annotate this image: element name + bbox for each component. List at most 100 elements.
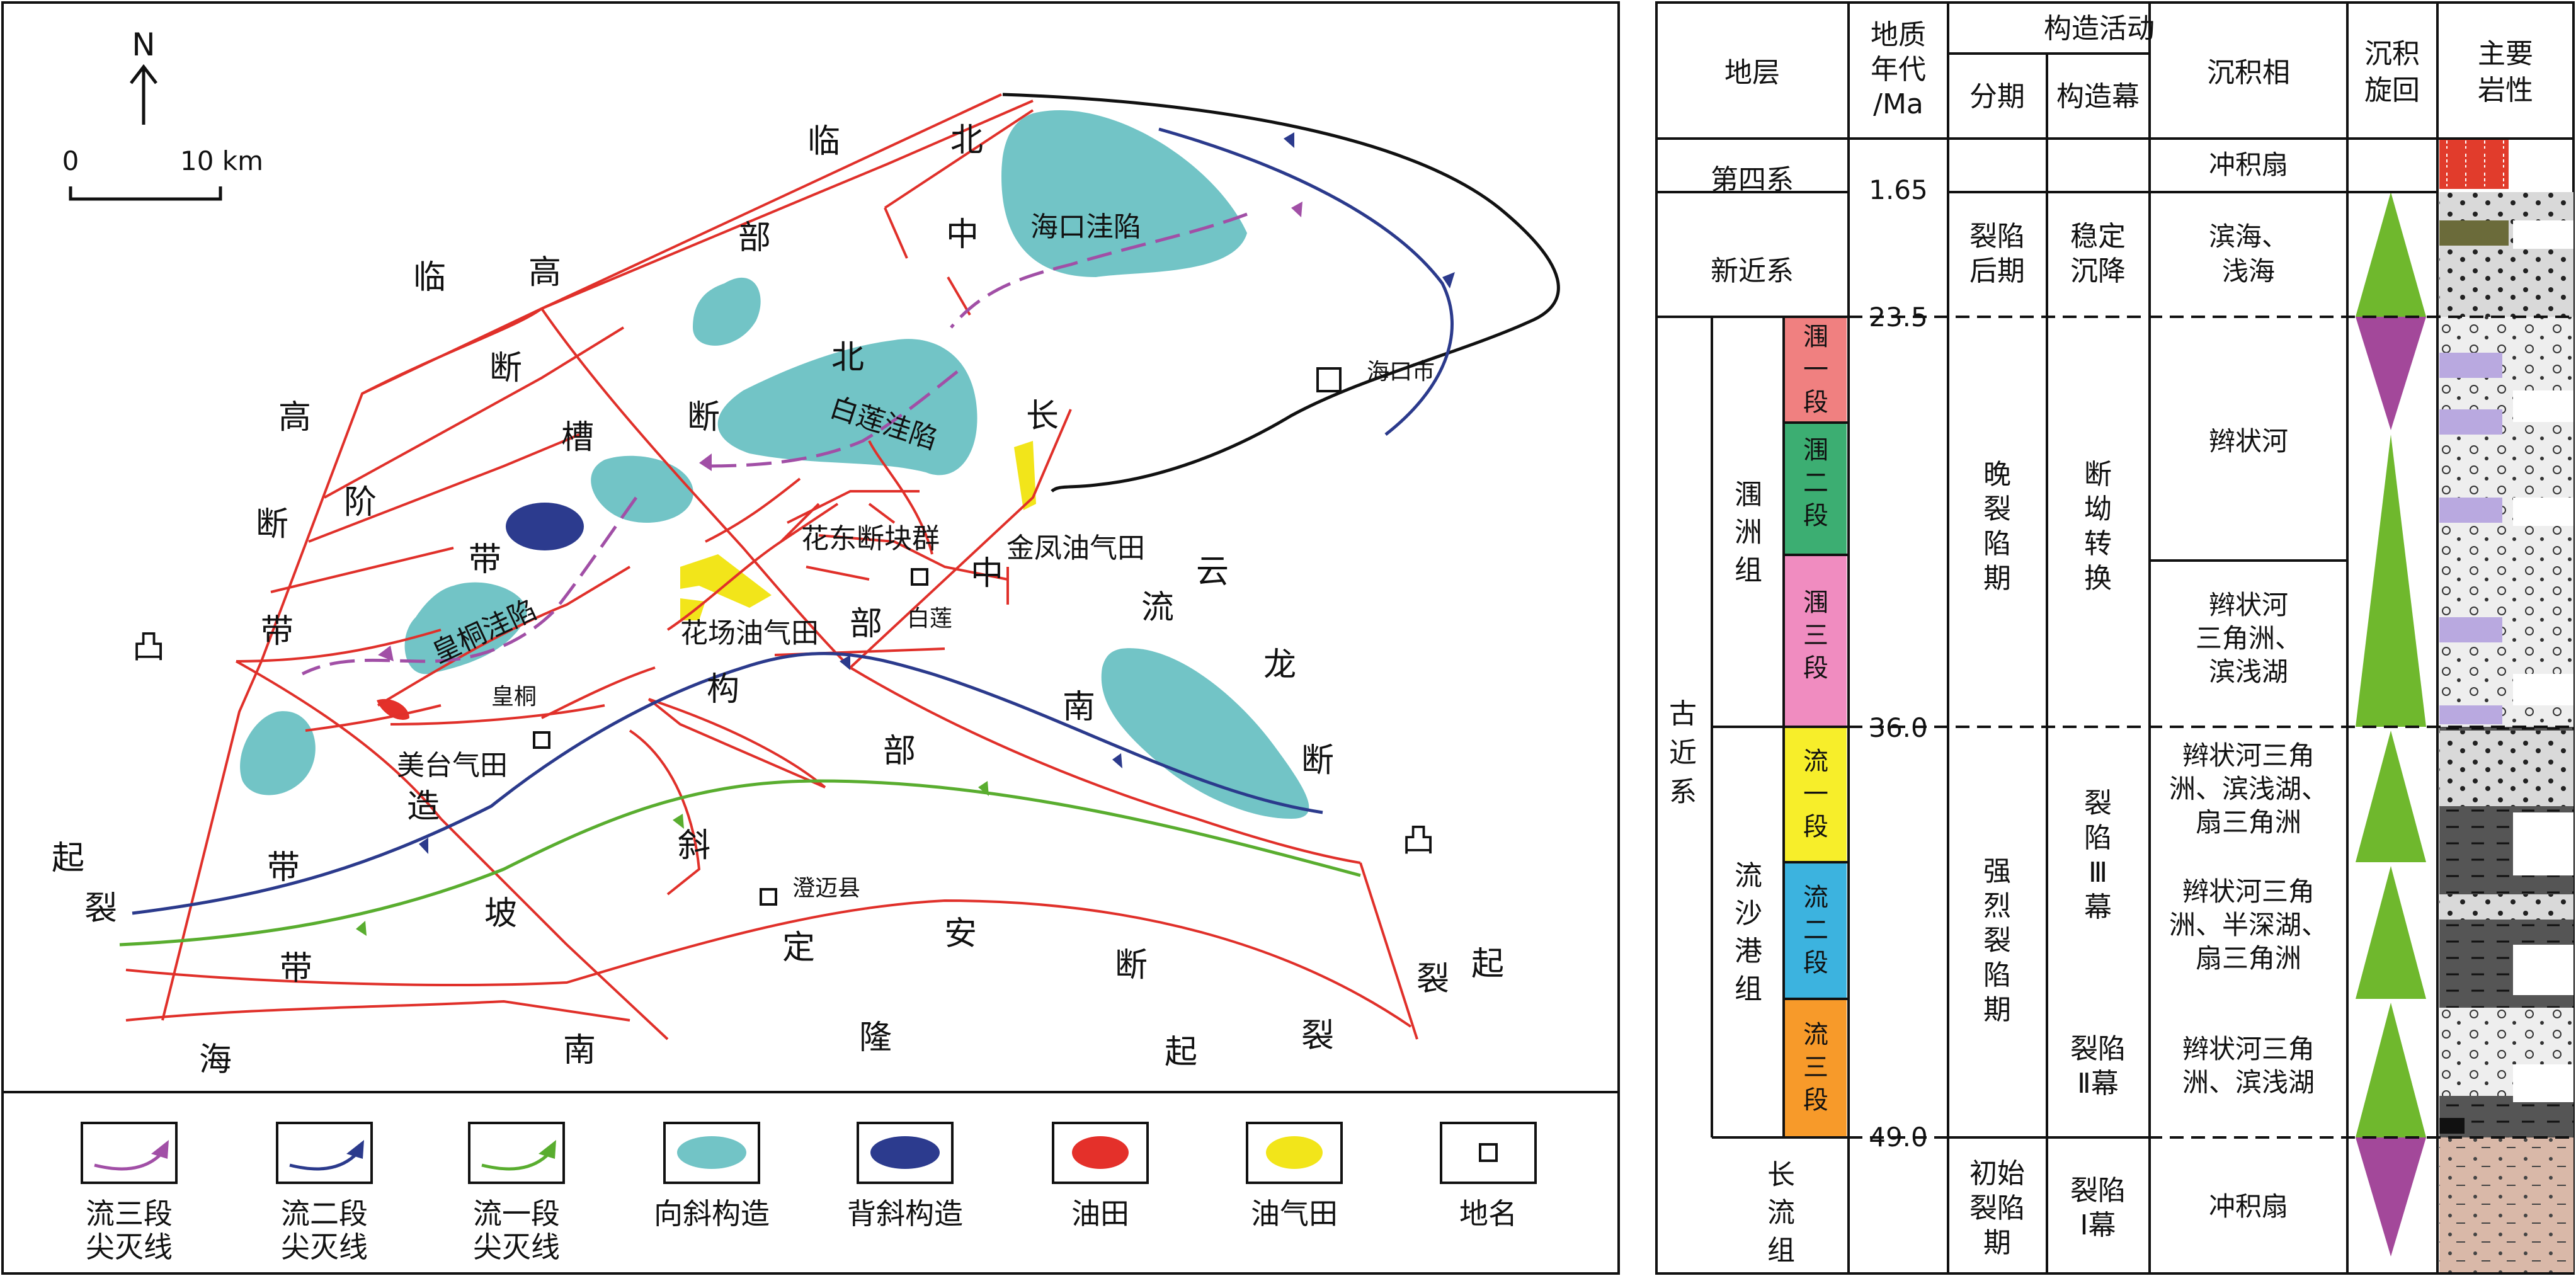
- legend-item-syncline: 向斜构造: [654, 1122, 770, 1231]
- cycle-green-2: [2356, 435, 2426, 727]
- huachang-field-label: 花场油气田: [680, 617, 819, 649]
- huangtong-square-icon: [533, 731, 550, 749]
- facies-l2: 辫状河三角: [2182, 876, 2315, 907]
- stage-strong: 烈: [1983, 890, 2011, 922]
- scale-bar: 0 10 km: [62, 145, 263, 201]
- zone-char: 临: [807, 123, 840, 161]
- cycle-purple-1: [2356, 317, 2426, 430]
- zone-char: 云: [1196, 553, 1229, 591]
- header-cycle-2: 旋回: [2364, 74, 2420, 106]
- zone-char: 安: [944, 915, 977, 953]
- zone-char: 带: [261, 613, 294, 651]
- zone-char: 隆: [859, 1019, 892, 1057]
- w2-char: 二: [1803, 469, 1828, 498]
- zone-char: 南: [1063, 688, 1095, 726]
- w1-block: [1784, 317, 1847, 423]
- zone-char: 斜: [678, 827, 710, 865]
- header-stage: 分期: [1969, 81, 2025, 113]
- huangtong-syncline: [404, 582, 527, 675]
- l1-block: [1784, 727, 1847, 862]
- episode-1: 裂陷: [2070, 1175, 2126, 1207]
- legend-item-place: 地名: [1440, 1122, 1537, 1231]
- episode-3: 裂: [2084, 787, 2112, 819]
- zone-char: 带: [280, 950, 312, 988]
- zone-char: 起: [52, 840, 84, 877]
- header-age-1: 地质: [1871, 19, 1926, 51]
- episode-transition: 转: [2084, 528, 2112, 560]
- changliu-char: 长: [1767, 1159, 1795, 1191]
- zone-char: 槽: [561, 419, 594, 457]
- zone-char: 构: [707, 671, 739, 709]
- episode-3: 幕: [2084, 891, 2112, 923]
- episode-transition: 换: [2084, 562, 2112, 595]
- zone-char: 带: [267, 849, 300, 887]
- neogene-label: 新近系: [1711, 255, 1794, 287]
- facies-braided-delta: 三角洲、: [2196, 623, 2301, 654]
- zone-char: 造: [407, 788, 440, 826]
- north-small-syncline: [693, 277, 761, 346]
- litho-red: [2439, 139, 2509, 189]
- episode-2: Ⅱ幕: [2077, 1068, 2119, 1100]
- meitai-field-label: 美台气田: [397, 749, 508, 782]
- legend-item-liu3: 流三段 尖灭线: [81, 1122, 178, 1264]
- blue-pinchout-line-icon: [289, 1151, 359, 1171]
- purple-pinchout-line-icon: [94, 1151, 164, 1171]
- w2-block: [1784, 423, 1847, 555]
- zone-char: 北: [831, 339, 864, 377]
- facies-l2: 扇三角洲: [2196, 943, 2301, 974]
- weizhou-char: 洲: [1735, 516, 1762, 549]
- legend-label: 油气田: [1251, 1197, 1338, 1231]
- legend-label: 流二段: [281, 1197, 368, 1231]
- haikou-square-icon: [1316, 367, 1342, 392]
- pinchout-ticks: [356, 132, 1455, 936]
- cycle-green-3: [2356, 731, 2426, 862]
- l3-char: 三: [1803, 1053, 1828, 1082]
- southwest-syncline: [240, 711, 316, 795]
- liushagang-char: 港: [1735, 935, 1762, 967]
- w1-char: 段: [1803, 388, 1828, 417]
- w3-char: 三: [1803, 621, 1828, 650]
- age-label: 36.0: [1869, 712, 1928, 743]
- header-litho-1: 主要: [2478, 38, 2533, 70]
- stage-initial: 期: [1983, 1227, 2011, 1259]
- episode-3: 陷: [2084, 822, 2112, 854]
- zone-char: 断: [489, 350, 522, 387]
- l2-block: [1784, 862, 1847, 999]
- anticline-shape: [506, 503, 584, 550]
- paleogene-char: 近: [1669, 737, 1697, 769]
- bailian-square-icon: [911, 568, 928, 586]
- episode-stable: 稳定: [2070, 220, 2126, 253]
- zone-char: 起: [1165, 1034, 1197, 1071]
- changliu-char: 流: [1767, 1197, 1795, 1229]
- zone-char: 长: [1026, 397, 1059, 435]
- litho-changliu: [2439, 1137, 2573, 1272]
- episode-transition: 断: [2084, 459, 2112, 491]
- legend-label: 油田: [1071, 1197, 1129, 1231]
- jinfeng-field-label: 金凤油气田: [1006, 532, 1145, 564]
- w1-char: 涠: [1803, 322, 1828, 351]
- w3-block: [1784, 555, 1847, 727]
- episode-stable: 沉降: [2070, 255, 2126, 287]
- liu2-pinchout-line: [1158, 127, 1454, 436]
- w3-char: 段: [1803, 654, 1828, 683]
- place-square-icon: [1479, 1143, 1498, 1162]
- stage-initial: 裂陷: [1969, 1192, 2025, 1224]
- chengmai-place-label: 澄迈县: [792, 875, 860, 901]
- header-strata: 地层: [1724, 57, 1780, 89]
- fault-lines: [125, 93, 1418, 1040]
- scale-zero-label: 0: [62, 145, 79, 176]
- episode-2: 裂陷: [2070, 1033, 2126, 1065]
- zone-char: 阶: [344, 484, 377, 521]
- zone-char: 南: [563, 1032, 596, 1069]
- huangtong-place-label: 皇桐: [491, 684, 537, 710]
- haikou-place-label: 海口市: [1367, 359, 1435, 385]
- facies-l1: 辫状河三角: [2182, 740, 2315, 771]
- facies-l3: 辫状河三角: [2182, 1034, 2315, 1064]
- weizhou-char: 涠: [1735, 479, 1762, 511]
- stage-late: 晚: [1983, 459, 2011, 491]
- changliu-char: 组: [1767, 1234, 1795, 1267]
- episode-3: Ⅲ: [2089, 857, 2107, 889]
- l2-char: 流: [1803, 883, 1828, 912]
- header-age-3: /Ma: [1873, 88, 1923, 120]
- facies-shallow: 滨海、: [2209, 221, 2288, 252]
